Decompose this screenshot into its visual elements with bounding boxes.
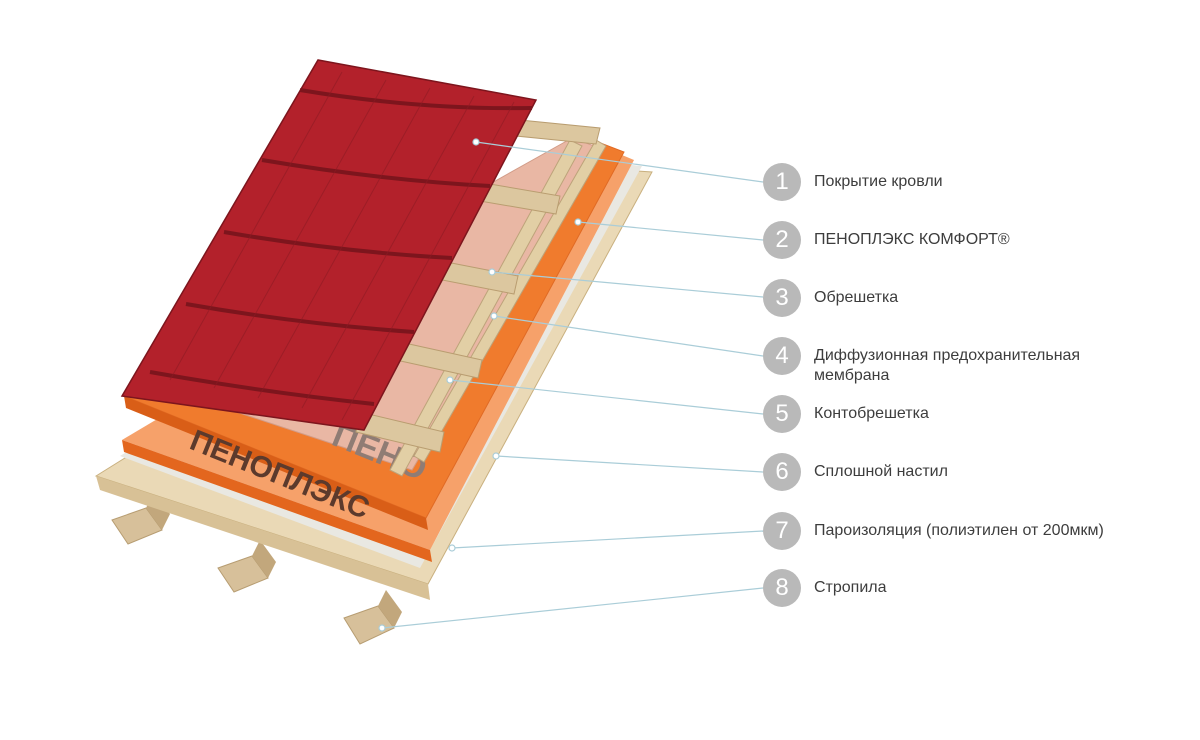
legend-item-3: 3 Обрешетка (763, 279, 1144, 317)
legend-label-5: Контобрешетка (814, 405, 929, 422)
legend-label-6: Сплошной настил (814, 463, 948, 480)
legend-number-8: 8 (763, 569, 801, 607)
leader-dot-5 (446, 376, 454, 384)
legend-number-7: 7 (763, 512, 801, 550)
legend-label-2: ПЕНОПЛЭКС КОМФОРТ® (814, 231, 1010, 248)
legend-item-4: 4 Диффузионная предохранительная мембран… (763, 337, 1144, 386)
legend-label-7: Пароизоляция (полиэтилен от 200мкм) (814, 522, 1104, 539)
leader-line-8 (381, 587, 764, 629)
leader-line-1 (475, 141, 764, 183)
legend-number-3: 3 (763, 279, 801, 317)
legend-item-5: 5 Контобрешетка (763, 395, 1144, 433)
leader-line-6 (495, 455, 764, 473)
leader-line-3 (491, 271, 764, 298)
legend-item-8: 8 Стропила (763, 569, 1144, 607)
legend-number-5: 5 (763, 395, 801, 433)
legend-number-6: 6 (763, 453, 801, 491)
leader-line-5 (449, 379, 764, 415)
rafters (111, 492, 402, 645)
roof-tiles (120, 59, 538, 431)
battens (355, 119, 601, 453)
legend-label-8: Стропила (814, 579, 887, 596)
legend-number-4: 4 (763, 337, 801, 375)
leader-dot-7 (448, 544, 456, 552)
leader-lines (378, 138, 764, 632)
leader-dot-4 (490, 312, 498, 320)
legend-number-1: 1 (763, 163, 801, 201)
legend-number-2: 2 (763, 221, 801, 259)
legend-label-1: Покрытие кровли (814, 173, 943, 190)
leader-line-7 (451, 530, 764, 549)
legend-item-2: 2 ПЕНОПЛЭКС КОМФОРТ® (763, 221, 1144, 259)
leader-dot-1 (472, 138, 480, 146)
legend-item-1: 1 Покрытие кровли (763, 163, 1144, 201)
leader-dot-6 (492, 452, 500, 460)
legend-item-6: 6 Сплошной настил (763, 453, 1144, 491)
legend-label-3: Обрешетка (814, 289, 899, 306)
leader-dot-2 (574, 218, 582, 226)
leader-line-2 (577, 221, 764, 241)
leader-dot-3 (488, 268, 496, 276)
legend-item-7: 7 Пароизоляция (полиэтилен от 200мкм) (763, 512, 1144, 550)
leader-dot-8 (378, 624, 386, 632)
legend-label-4: Диффузионная предохранительная мембрана (814, 347, 1081, 384)
leader-line-4 (493, 315, 764, 357)
